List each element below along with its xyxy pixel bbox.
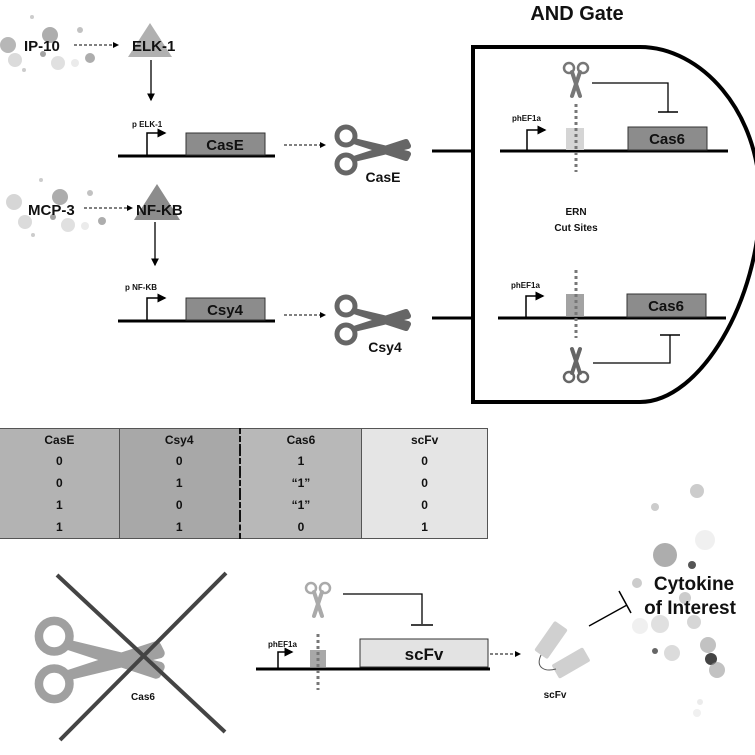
- promoter-arrow-icon: [277, 647, 294, 668]
- header-csy4: Csy4: [119, 428, 241, 450]
- nfkb-triangle-icon: [134, 184, 180, 220]
- cell: 0: [0, 472, 120, 494]
- cytokine-of-interest-label-2: of Interest: [644, 598, 737, 619]
- inhibition-bar-icon: [618, 590, 632, 614]
- ern-label: ERN: [565, 207, 586, 218]
- promoter-arrow-icon: [146, 293, 167, 320]
- scfv-antibody-icon: [534, 621, 590, 679]
- cut-sites-label: Cut Sites: [554, 223, 598, 234]
- gene-casE-box: [185, 132, 266, 156]
- scissors-icon: [562, 61, 590, 98]
- scissors-icon: [304, 581, 332, 618]
- promoter-arrow-icon: [525, 291, 545, 317]
- cell: 0: [0, 450, 120, 472]
- cell: 1: [239, 450, 363, 472]
- promoter-arrow-icon: [146, 128, 167, 155]
- gene-casE-label: CasE: [206, 137, 244, 154]
- header-scfv: scFv: [361, 428, 488, 450]
- gene-cas6-label-2: Cas6: [648, 298, 684, 315]
- cell: 1: [119, 472, 241, 494]
- promoter-elk1-label: p ELK-1: [132, 120, 163, 129]
- gene-csy4-box: [185, 297, 266, 321]
- table-row: 1 0 “1” 0: [0, 494, 488, 516]
- table-row: 1 1 0 1: [0, 516, 488, 539]
- casE-scissors-icon: [337, 127, 408, 173]
- cas6-blocked-label: Cas6: [131, 692, 155, 703]
- cell: 0: [361, 472, 488, 494]
- cell: “1”: [239, 472, 363, 494]
- inhibition-line: [588, 604, 628, 627]
- repression-line: [592, 82, 669, 112]
- repression-line: [593, 335, 671, 364]
- scfv-product-label: scFv: [544, 690, 567, 701]
- gene-csy4-label: Csy4: [207, 302, 244, 319]
- gene-cas6-box-2: [626, 293, 707, 318]
- cytokine-of-interest-label-1: Cytokine: [654, 574, 734, 595]
- header-casE: CasE: [0, 428, 120, 450]
- and-gate-title: AND Gate: [530, 3, 623, 25]
- cell: 1: [361, 516, 488, 539]
- factor-nfkb-label: NF-KB: [136, 202, 183, 219]
- repression-line: [343, 593, 423, 624]
- gate-promoter-1-label: phEF1a: [512, 114, 541, 123]
- cytokine-particles-ip10: [0, 15, 95, 72]
- table-row: 0 0 1 0: [0, 450, 488, 472]
- cytokine-particles-target: [632, 484, 725, 717]
- enzyme-csy4-label: Csy4: [368, 339, 402, 355]
- cytokine-particles-mcp3: [6, 178, 106, 237]
- ern-cut-site-light: [566, 128, 584, 150]
- cell: 0: [361, 494, 488, 516]
- output-promoter-label: phEF1a: [268, 640, 297, 649]
- cytokine-mcp3-label: MCP-3: [28, 202, 75, 219]
- gene-scfv-box: [359, 638, 489, 668]
- gene-scfv-label: scFv: [405, 645, 444, 664]
- cell: 0: [119, 494, 241, 516]
- ern-cut-site-dark: [566, 294, 584, 317]
- header-cas6: Cas6: [239, 428, 363, 450]
- table-row: 0 1 “1” 0: [0, 472, 488, 494]
- factor-elk1-label: ELK-1: [132, 38, 175, 55]
- truth-table-header: CasE Csy4 Cas6 scFv: [0, 428, 488, 450]
- cross-out-line: [55, 573, 227, 734]
- cell: 1: [119, 516, 241, 539]
- cell: 1: [0, 516, 120, 539]
- cell: 0: [119, 450, 241, 472]
- csy4-scissors-icon: [337, 297, 408, 343]
- gene-cas6-label-1: Cas6: [649, 131, 685, 148]
- cell: 0: [239, 516, 363, 539]
- cell: 0: [361, 450, 488, 472]
- promoter-nfkb-label: p NF-KB: [125, 283, 157, 292]
- cell: “1”: [239, 494, 363, 516]
- elk1-triangle-icon: [128, 23, 172, 57]
- scissors-icon: [562, 347, 590, 384]
- enzyme-casE-label: CasE: [365, 169, 400, 185]
- cross-out-line: [58, 571, 228, 742]
- gate-promoter-2-label: phEF1a: [511, 281, 540, 290]
- cytokine-ip10-label: IP-10: [24, 38, 60, 55]
- promoter-arrow-icon: [526, 125, 547, 150]
- truth-table: CasE Csy4 Cas6 scFv 0 0 1 0 0 1 “1” 0 1 …: [0, 428, 488, 539]
- and-gate-shape: [471, 45, 755, 404]
- gene-cas6-box-1: [627, 126, 708, 151]
- cell: 1: [0, 494, 120, 516]
